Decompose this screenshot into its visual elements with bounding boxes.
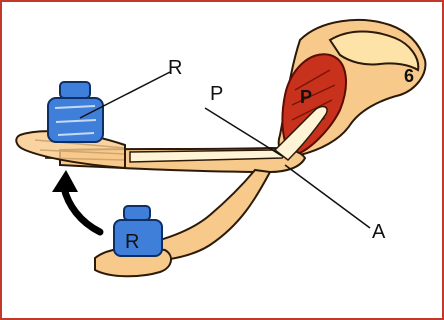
upper-weight [48,82,103,142]
power-label: P [210,83,223,105]
resistance-label: R [168,57,182,79]
lower-weight-label: R [125,231,139,253]
muscle-label: P [300,87,312,107]
leader-line-resistance [80,72,170,118]
leader-line-fulcrum [285,165,370,228]
fulcrum-label: A [372,221,386,243]
curved-arrow-icon [52,170,100,232]
figure-number: 6 [404,66,414,86]
